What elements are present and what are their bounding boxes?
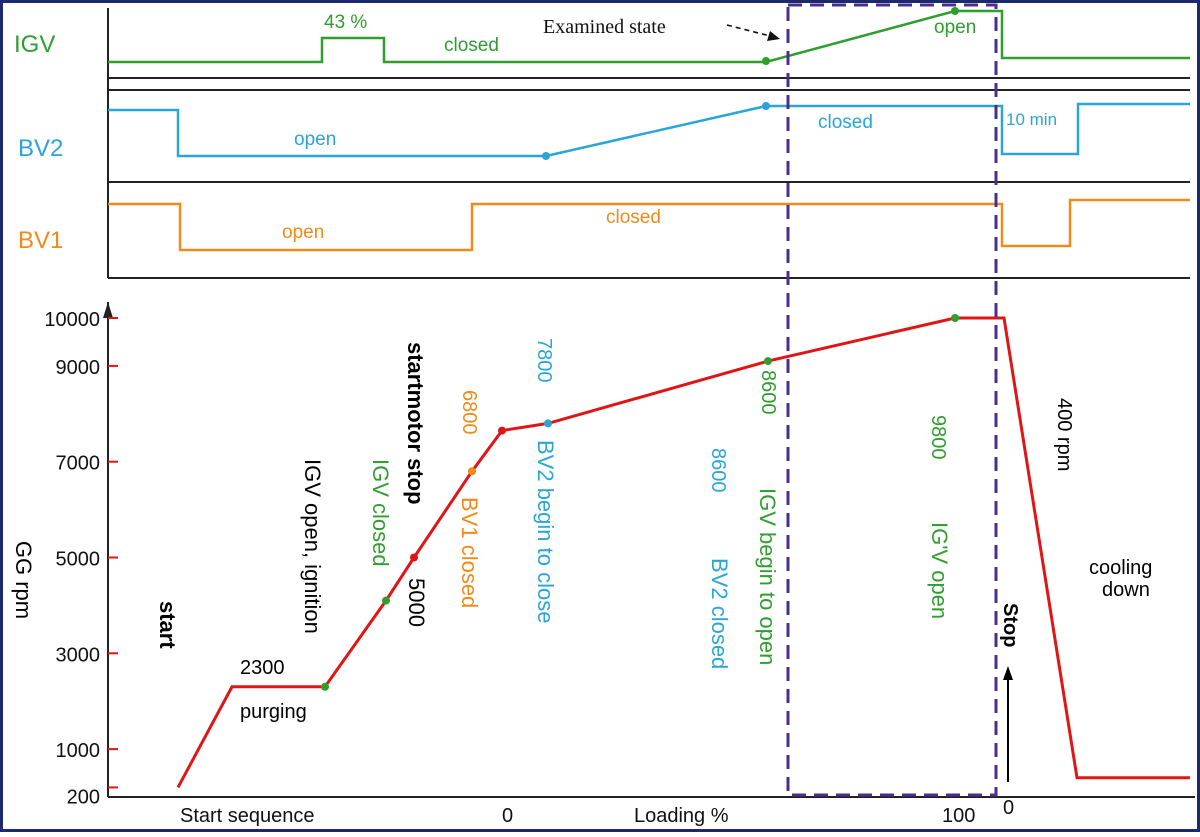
stop-arrow-head (1003, 666, 1013, 680)
annot-400-rpm: 400 rpm (1053, 398, 1075, 471)
gg-speed-line (176, 316, 1190, 789)
y-tick-label-1000: 1000 (56, 740, 101, 762)
igv-point-open (951, 7, 959, 15)
y-tick-label-200: 200 (67, 786, 100, 808)
annot-8600-a: 8600 (757, 370, 779, 415)
bv2-label-open: open (294, 129, 336, 150)
annot-6800: 6800 (458, 390, 480, 435)
annot-stop: Stop (999, 603, 1021, 647)
bv2-label-min: 10 min (1006, 110, 1057, 129)
gg-speed-points (321, 314, 959, 691)
annot-startmotor-stop: startmotor stop (403, 342, 428, 505)
annot-igv-open-ignition: IGV open, ignition (300, 459, 325, 634)
examined-state-arrowhead (767, 31, 780, 41)
bv2-point-begin (542, 152, 550, 160)
y-tick-label-10000: 10000 (44, 309, 100, 331)
examined-state-arrow (726, 24, 771, 37)
examined-state-box (786, 3, 998, 797)
igv-trace (108, 9, 1190, 64)
bv2-label-closed: closed (818, 112, 873, 133)
y-axis-ticks: 10000 9000 7000 5000 3000 1000 200 (44, 309, 118, 808)
speed-point-purge-end (321, 682, 329, 691)
annot-bv2-closed: BV2 closed (707, 558, 732, 669)
igv-label-open: open (934, 17, 976, 38)
igv-label-pct: 43 % (324, 12, 367, 33)
x-label-zero: 0 (502, 805, 513, 827)
y-tick-label-7000: 7000 (56, 453, 101, 475)
speed-point-bv1-closed (468, 467, 476, 476)
x-label-zero-2: 0 (1003, 797, 1014, 819)
speed-point-igv-closed (382, 596, 390, 605)
speed-point-startmotor-stop (410, 553, 418, 562)
bv1-label-closed: closed (606, 207, 661, 228)
bv2-point-closed (762, 102, 770, 110)
bv2-trace (108, 102, 1190, 158)
annot-igv-open: IG'V open (927, 522, 952, 619)
y-tick-label-3000: 3000 (56, 644, 101, 666)
bv1-panel-label: BV1 (18, 227, 63, 254)
annot-purging: purging (240, 701, 307, 723)
annot-7800: 7800 (533, 338, 555, 383)
speed-point-load-0 (498, 426, 506, 435)
speed-point-igv-begin-open (764, 357, 772, 366)
x-label-hundred: 100 (942, 805, 975, 827)
annot-igv-begin-open: IGV begin to open (755, 488, 780, 665)
examined-state-label: Examined state (543, 16, 666, 38)
annot-8600-b: 8600 (707, 448, 729, 493)
igv-panel-label: IGV (14, 31, 55, 58)
annot-9800: 9800 (927, 415, 949, 460)
annot-bv1-closed: BV1 closed (457, 497, 482, 608)
annot-5000: 5000 (404, 578, 429, 627)
y-axis-arrow (103, 302, 113, 318)
speed-point-igv-open (951, 314, 959, 322)
annot-down: down (1102, 579, 1150, 601)
igv-label-closed: closed (444, 35, 499, 56)
y-tick-label-5000: 5000 (56, 549, 101, 571)
bv2-panel-label: BV2 (18, 135, 63, 162)
annot-cooling: cooling (1089, 557, 1152, 579)
x-label-loading: Loading % (634, 805, 729, 827)
igv-point-close (762, 57, 770, 65)
annot-start: start (155, 601, 180, 649)
y-tick-label-9000: 9000 (56, 357, 101, 379)
annot-bv2-begin-close: BV2 begin to close (533, 440, 558, 623)
bv1-label-open: open (282, 222, 324, 243)
x-label-start-sequence: Start sequence (180, 805, 315, 827)
annot-2300: 2300 (240, 657, 285, 679)
y-axis-label: GG rpm (11, 541, 36, 619)
speed-point-bv2-begin-close (544, 419, 552, 428)
annot-igv-closed: IGV closed (368, 459, 393, 567)
bv1-trace (108, 198, 1190, 252)
